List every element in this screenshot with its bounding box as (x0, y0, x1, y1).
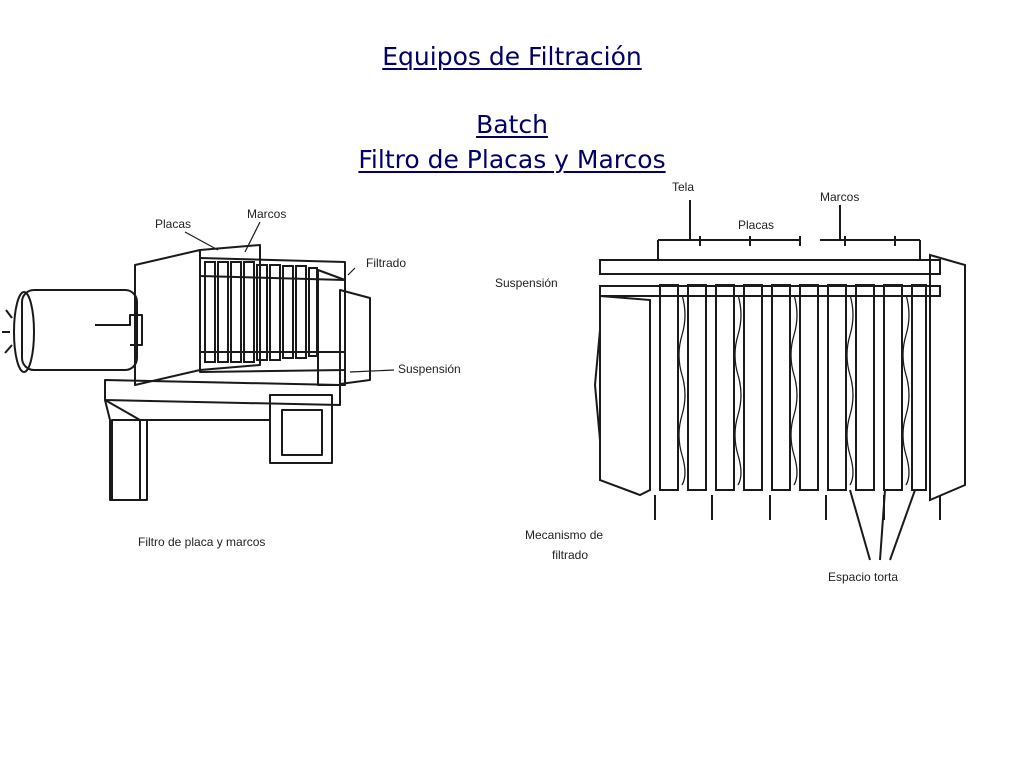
label-mecanismo: Mecanismo de (525, 528, 604, 542)
label-filtrado-left: Filtrado (366, 256, 407, 270)
page-subtitle-filter: Filtro de Placas y Marcos (358, 145, 666, 174)
label-filtrado-right: filtrado (552, 548, 589, 562)
label-marcos-right: Marcos (820, 190, 860, 204)
label-tela: Tela (672, 180, 695, 194)
cloth-lines (678, 294, 910, 486)
cross-section-diagram (593, 200, 966, 561)
page-title: Equipos de Filtración (382, 42, 642, 71)
label-marcos-left: Marcos (247, 207, 287, 221)
plate-stack (204, 261, 318, 363)
label-suspension-right: Suspensión (495, 276, 558, 290)
label-placas-right: Placas (738, 218, 775, 232)
caption-left: Filtro de placa y marcos (138, 535, 266, 549)
label-suspension-left: Suspensión (398, 362, 461, 376)
label-espacio-torta: Espacio torta (828, 570, 899, 584)
motor-body (21, 289, 138, 371)
page-subtitle-batch: Batch (476, 110, 548, 139)
label-placas-left: Placas (155, 217, 192, 231)
